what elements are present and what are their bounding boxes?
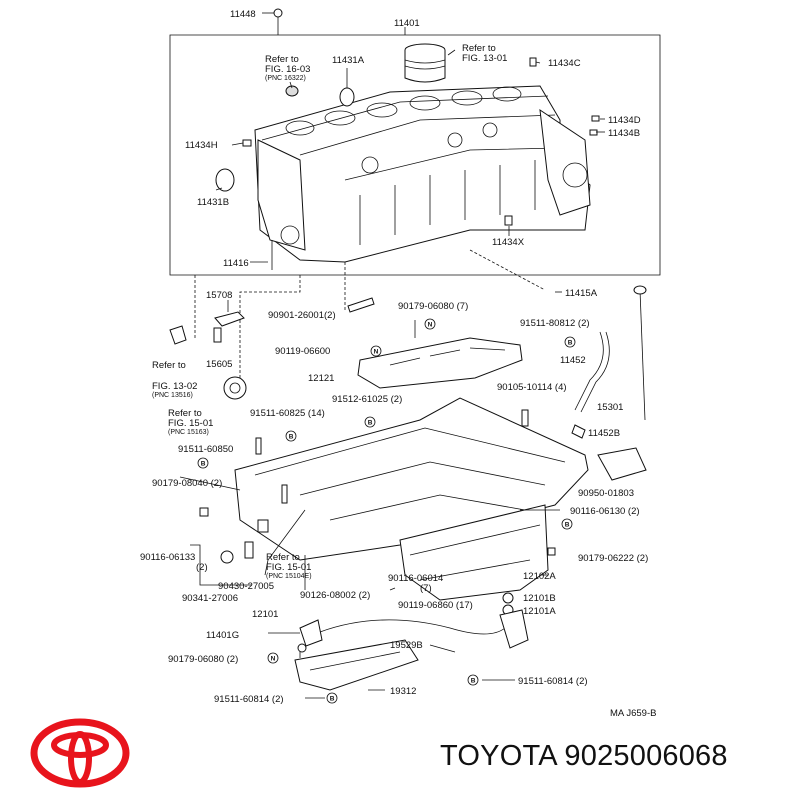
mark-b-2 bbox=[364, 416, 376, 428]
part-labels: 11448 11401 Refer to FIG. 16-03 (PNC 163… bbox=[140, 9, 656, 719]
label-ref-1501-e: FIG. 15-01 bbox=[266, 562, 311, 573]
footer-title: TOYOTA 9025006068 bbox=[440, 740, 728, 773]
reference-marks: N N N B B B B B B B bbox=[197, 318, 576, 704]
label-19312: 19312 bbox=[390, 686, 416, 697]
label-90116-06014: 90116-06014 bbox=[388, 573, 443, 584]
label-ref-1501-c: (PNC 15163) bbox=[168, 429, 209, 436]
label-90116-06130: 90116-06130 (2) bbox=[570, 506, 640, 517]
mark-b-4 bbox=[197, 457, 209, 469]
mark-n-3 bbox=[267, 652, 279, 664]
label-11434x: 11434X bbox=[492, 237, 525, 248]
mark-n-1 bbox=[424, 318, 436, 330]
mark-b-1-text: B bbox=[568, 339, 573, 346]
label-91511-60814-a: 91511-60814 (2) bbox=[518, 676, 588, 687]
label-19529b: 19529B bbox=[390, 640, 423, 651]
label-12101b: 12101B bbox=[523, 593, 556, 604]
label-ref-1501-a: Refer to bbox=[168, 408, 202, 419]
mark-b-3-text: B bbox=[289, 433, 294, 440]
label-91511-60850: 91511-60850 bbox=[178, 444, 233, 455]
label-90116-06133-qty: (2) bbox=[196, 562, 208, 573]
toyota-logo bbox=[30, 718, 130, 793]
cylinder-block-group bbox=[169, 8, 661, 276]
label-90119-06860: 90119-06860 (17) bbox=[398, 600, 473, 611]
label-90179-06080-7: 90179-06080 (7) bbox=[398, 301, 468, 312]
middle-parts-group bbox=[169, 285, 647, 439]
label-ref-1302-c: (PNC 13516) bbox=[152, 392, 193, 399]
label-90126: 90126-08002 (2) bbox=[300, 590, 370, 601]
label-91511-60814-b: 91511-60814 (2) bbox=[214, 694, 284, 705]
label-12121: 12121 bbox=[308, 373, 334, 384]
label-91511-60825: 91511-60825 (14) bbox=[250, 408, 325, 419]
label-90116-06014-qty: (7) bbox=[420, 583, 432, 594]
mark-b-7 bbox=[326, 692, 338, 704]
label-11434c: 11434C bbox=[548, 58, 581, 69]
label-ref-1603-a: Refer to bbox=[265, 54, 299, 65]
label-11416: 11416 bbox=[223, 258, 249, 269]
label-11431a: 11431A bbox=[332, 55, 365, 66]
mark-n-2-text: N bbox=[374, 348, 379, 355]
label-11431b: 11431B bbox=[197, 197, 229, 208]
mark-b-3 bbox=[285, 430, 297, 442]
label-ref-1302-a: Refer to bbox=[152, 360, 186, 371]
label-15301: 15301 bbox=[597, 402, 623, 413]
label-11452: 11452 bbox=[560, 355, 586, 366]
oil-pan-group bbox=[179, 397, 647, 616]
label-diagram-code: MA J659-B bbox=[610, 708, 656, 719]
label-ref-1501-d: Refer to bbox=[266, 552, 300, 563]
label-ref-1501-b: FIG. 15-01 bbox=[168, 418, 213, 429]
label-90179-08040: 90179-08040 (2) bbox=[152, 478, 222, 489]
label-ref-1301-a: Refer to bbox=[462, 43, 496, 54]
label-90179-06222: 90179-06222 (2) bbox=[578, 553, 648, 564]
label-12101a: 12101A bbox=[523, 606, 556, 617]
mark-b-4-text: B bbox=[201, 460, 206, 467]
part-number: 9025006068 bbox=[564, 740, 728, 772]
label-90119-06600: 90119-06600 bbox=[275, 346, 330, 357]
label-90430: 90430-27005 bbox=[218, 581, 274, 592]
label-15708: 15708 bbox=[206, 290, 232, 301]
label-11448: 11448 bbox=[230, 9, 256, 20]
label-90950: 90950-01803 bbox=[578, 488, 634, 499]
mark-n-1-text: N bbox=[428, 321, 433, 328]
mark-b-1 bbox=[564, 336, 576, 348]
label-11452b: 11452B bbox=[588, 428, 620, 439]
label-ref-1603-b: FIG. 16-03 bbox=[265, 64, 310, 75]
label-91511-80812: 91511-80812 (2) bbox=[520, 318, 590, 329]
label-11434b: 11434B bbox=[608, 128, 640, 139]
label-11434h: 11434H bbox=[185, 140, 218, 151]
mark-n-2 bbox=[370, 345, 382, 357]
mark-b-6 bbox=[467, 674, 479, 686]
label-90116-06133: 90116-06133 bbox=[140, 552, 195, 563]
lower-parts-group bbox=[268, 609, 529, 699]
mark-b-6-text: B bbox=[471, 677, 476, 684]
label-11401g: 11401G bbox=[206, 630, 239, 641]
label-90901: 90901-26001(2) bbox=[268, 310, 336, 321]
label-12102a: 12102A bbox=[523, 571, 556, 582]
leader-lines bbox=[194, 12, 605, 380]
label-90341: 90341-27006 bbox=[182, 593, 238, 604]
mark-b-7-text: B bbox=[330, 695, 335, 702]
label-15605: 15605 bbox=[206, 359, 232, 370]
mark-b-2-text: B bbox=[368, 419, 373, 426]
label-11415a: 11415A bbox=[565, 288, 598, 299]
label-ref-1603-c: (PNC 16322) bbox=[265, 75, 306, 82]
label-ref-1301-b: FIG. 13-01 bbox=[462, 53, 507, 64]
brand-name: TOYOTA bbox=[440, 740, 557, 772]
label-91512: 91512-61025 (2) bbox=[332, 394, 402, 405]
mark-b-5-text: B bbox=[565, 521, 570, 528]
label-ref-1501-f: (PNC 15104E) bbox=[266, 573, 312, 580]
label-ref-1302-b: FIG. 13-02 bbox=[152, 381, 197, 392]
label-11434d: 11434D bbox=[608, 115, 641, 126]
mark-n-3-text: N bbox=[271, 655, 276, 662]
mark-b-5 bbox=[561, 518, 573, 530]
label-90179-06080-2: 90179-06080 (2) bbox=[168, 654, 238, 665]
label-11401: 11401 bbox=[394, 18, 420, 29]
label-90105: 90105-10114 (4) bbox=[497, 382, 567, 393]
label-12101: 12101 bbox=[252, 609, 278, 620]
